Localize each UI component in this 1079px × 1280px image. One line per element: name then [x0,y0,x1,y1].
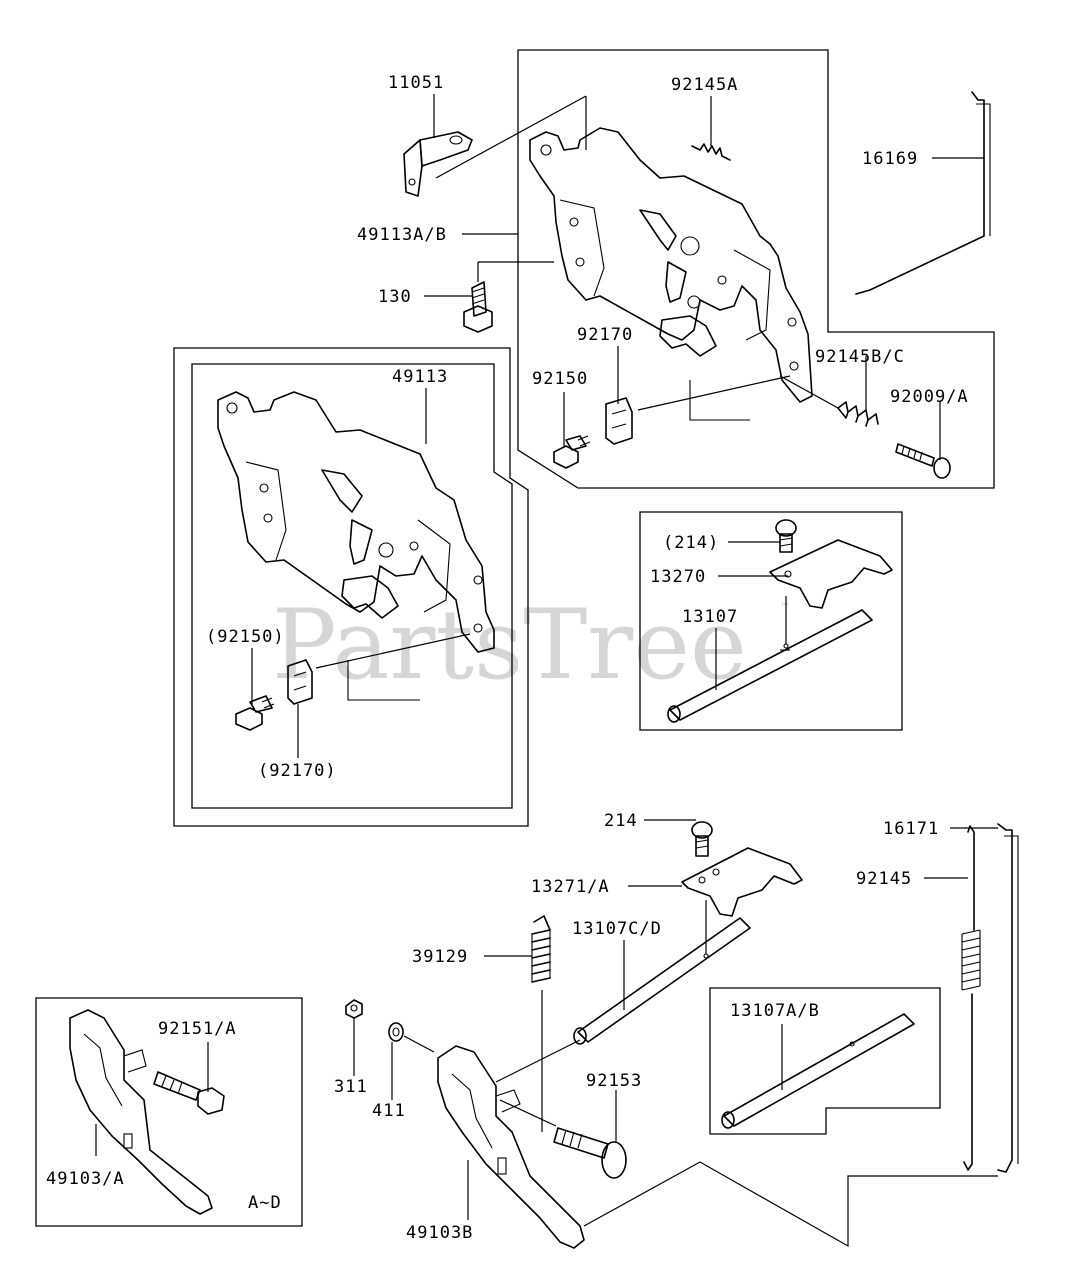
clip-92170-alt [287,659,313,705]
label-92145A: 92145A [671,75,738,95]
label-16171: 16171 [883,819,939,839]
control-plate-49113 [217,391,495,701]
assembly-frame-49113AB [517,49,995,489]
rod-16169 [855,91,991,295]
shaft-13107AB [721,1013,915,1129]
label-13271A: 13271/A [531,877,610,897]
bolt-92151A [153,1071,225,1115]
label-13107AB: 13107A/B [730,1001,820,1021]
shaft-13107CD [573,917,751,1045]
label-16169: 16169 [862,149,918,169]
control-plate-49113AB [529,127,813,421]
spring-92145A [691,96,731,161]
screw-214-alt [775,519,797,553]
label-49113: 49113 [392,367,448,387]
label-92170-alt: (92170) [258,761,337,781]
label-214: 214 [604,811,638,831]
lever-49103A [69,1009,213,1215]
screw-92009A [895,443,951,479]
assembly-frame-13107 [639,511,903,731]
label-note-AD: A~D [248,1193,282,1213]
label-92145: 92145 [856,869,912,889]
screw-92150-alt [235,695,275,731]
rod-16171 [583,823,1019,1248]
label-92170: 92170 [577,325,633,345]
assembly-frame-49113-inner [191,363,513,809]
label-13107CD: 13107C/D [572,919,662,939]
assembly-frame-49113-outer [173,347,529,827]
label-13270: 13270 [650,567,706,587]
label-13107: 13107 [682,607,738,627]
label-92009A: 92009/A [890,387,969,407]
watermark-text: PartsTree [272,589,747,701]
label-39129: 39129 [412,947,468,967]
label-11051: 11051 [388,73,444,93]
plate-13271A [681,847,803,917]
assembly-frame-13107AB [709,987,941,1135]
label-49113AB: 49113A/B [357,225,447,245]
plate-13270 [769,539,893,609]
screw-92150 [553,435,591,469]
label-130: 130 [378,287,412,307]
washer-411 [388,1022,404,1042]
nut-311 [345,999,363,1019]
label-92150: 92150 [532,369,588,389]
assembly-frame-49103A [35,997,303,1227]
label-411: 411 [372,1101,406,1121]
label-92153: 92153 [586,1071,642,1091]
lever-49103B [437,1045,585,1249]
watermark-trademark: ™ [780,602,790,613]
bolt-130 [463,281,493,333]
label-49103B: 49103B [406,1223,473,1243]
label-311: 311 [334,1077,368,1097]
pin-92153 [553,1127,627,1179]
label-92150-alt: (92150) [206,627,285,647]
label-49103A: 49103/A [46,1169,125,1189]
label-92151A: 92151/A [158,1019,237,1039]
screw-214 [691,821,713,857]
bracket-11051 [403,131,473,197]
spring-39129 [531,915,551,1132]
label-214-alt: (214) [663,533,719,553]
clip-92170 [605,397,633,445]
spring-92145BC [837,401,879,427]
shaft-13107 [667,609,873,723]
label-92145BC: 92145B/C [815,347,905,367]
spring-92145 [961,825,981,1171]
